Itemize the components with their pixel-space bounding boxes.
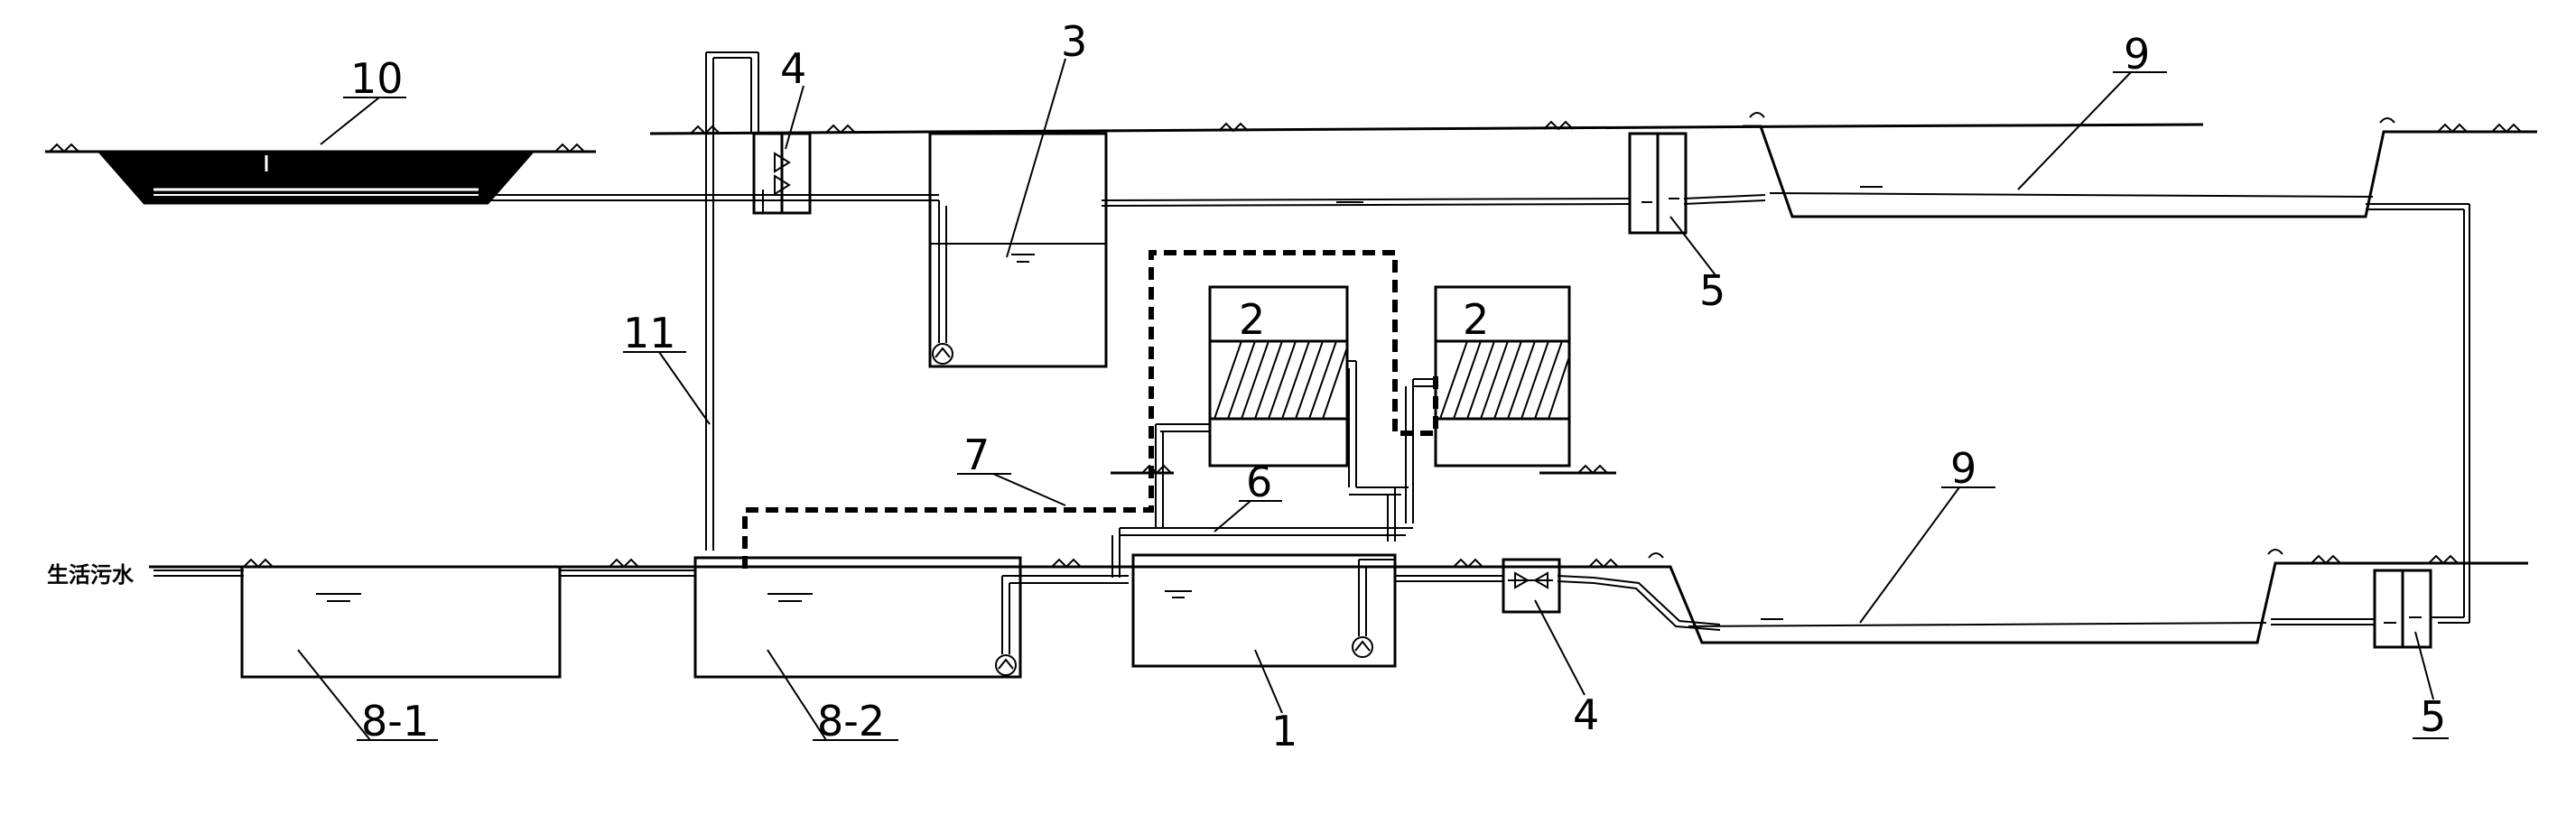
reactor-2-right <box>1405 285 1571 523</box>
leader-5-lower <box>2414 631 2434 700</box>
label-8-1: 8-1 <box>361 697 429 746</box>
tank-8-1 <box>240 565 562 679</box>
tank-3 <box>928 132 1108 368</box>
lower-ground-line <box>149 554 2528 569</box>
dashed-line-7 <box>742 250 1438 569</box>
lower-pipeline <box>1395 575 2375 631</box>
leader-11 <box>658 351 711 425</box>
leader-9-lower <box>1859 486 1960 624</box>
label-1: 1 <box>1271 707 1297 755</box>
leader-4-upper <box>785 85 804 150</box>
label-2-left: 2 <box>1239 295 1265 344</box>
chamber-5-lower <box>2373 569 2438 649</box>
chamber-5-upper <box>1628 132 1688 235</box>
label-3: 3 <box>1061 17 1087 66</box>
leader-8-1 <box>297 649 371 741</box>
label-4-lower: 4 <box>1573 690 1599 739</box>
inlet-pipe <box>153 570 695 577</box>
label-2-right: 2 <box>1463 295 1489 344</box>
label-9-upper: 9 <box>2124 30 2150 79</box>
leader-8-2 <box>767 649 827 741</box>
reactor-2-left <box>1156 285 1357 487</box>
upper-pipeline <box>488 194 1766 207</box>
label-9-lower: 9 <box>1950 444 1976 493</box>
leader-6 <box>1214 500 1251 533</box>
label-4-upper: 4 <box>780 44 806 93</box>
label-10: 10 <box>350 54 404 103</box>
label-11: 11 <box>623 309 676 357</box>
upper-ground-line <box>45 123 2537 153</box>
label-5-lower: 5 <box>2420 692 2446 741</box>
inlet-label: 生活污水 <box>47 562 135 588</box>
leader-10 <box>320 97 380 145</box>
label-5-upper: 5 <box>1699 266 1725 315</box>
leader-7 <box>992 473 1066 506</box>
tank-1 <box>1131 553 1397 668</box>
middle-ground-line <box>1111 464 1616 475</box>
leader-4-lower <box>1534 599 1586 696</box>
pond-10 <box>96 150 536 205</box>
right-return-pipe <box>2366 203 2470 624</box>
channel-9-upper <box>1743 112 2402 218</box>
leader-5-upper <box>1669 216 1716 276</box>
valve-chamber-4-upper <box>752 132 812 215</box>
leader-9-upper <box>2017 71 2132 190</box>
tank-8-2 <box>693 556 1129 679</box>
pipe-6 <box>1111 424 1413 578</box>
channel-9-lower <box>1648 549 2284 644</box>
leader-3 <box>1006 58 1066 258</box>
label-7: 7 <box>963 431 990 479</box>
pipe-11 <box>705 51 759 551</box>
leader-1 <box>1254 649 1283 714</box>
ground-marks-upper <box>49 120 2522 153</box>
label-8-2: 8-2 <box>817 697 885 746</box>
valve-chamber-4-lower <box>1502 558 1561 614</box>
label-6: 6 <box>1246 458 1272 506</box>
